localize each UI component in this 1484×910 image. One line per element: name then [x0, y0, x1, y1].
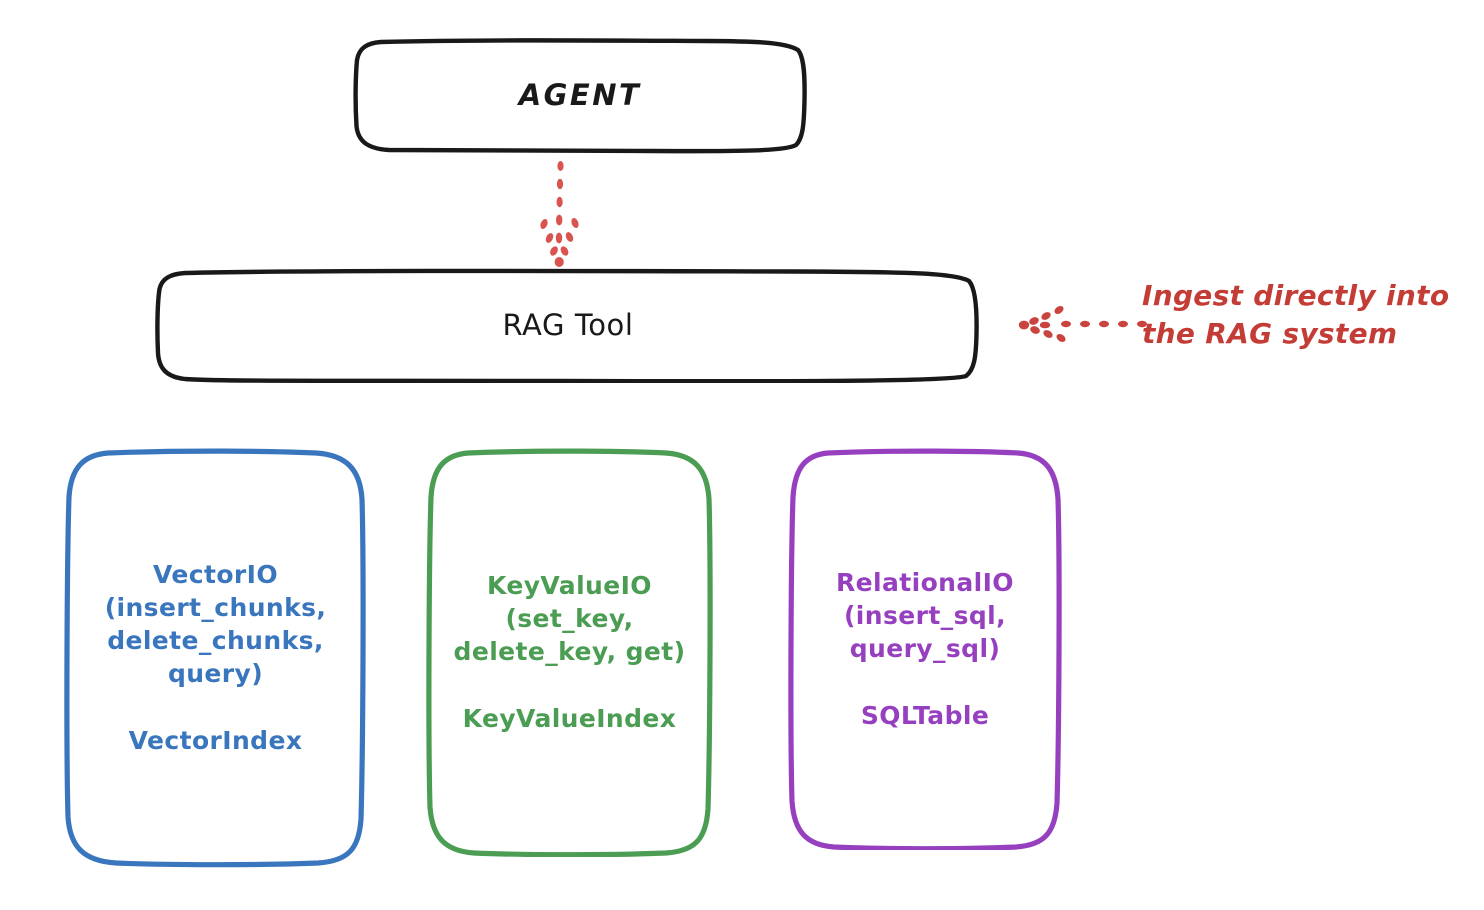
relational-io-api-label: RelationalIO (insert_sql, query_sql) [836, 567, 1014, 663]
agent-label: AGENT [518, 78, 642, 113]
vector-io-index-label: VectorIndex [128, 726, 303, 755]
vector-io-api-label: VectorIO (insert_chunks, delete_chunks, … [104, 560, 327, 688]
node-rag-tool[interactable]: RAG Tool [155, 268, 981, 383]
connector-ingest-to-rag-tool [1018, 306, 1147, 342]
rag-tool-label: RAG Tool [502, 307, 634, 342]
connector-agent-to-rag-tool [540, 161, 579, 267]
node-key-value-io[interactable]: KeyValueIO (set_key, delete_key, get) Ke… [426, 447, 713, 857]
key-value-io-index-label: KeyValueIndex [462, 704, 677, 733]
node-agent[interactable]: AGENT [353, 38, 807, 154]
key-value-io-api-label: KeyValueIO (set_key, delete_key, get) [453, 571, 686, 666]
node-relational-io[interactable]: RelationalIO (insert_sql, query_sql) SQL… [788, 447, 1062, 850]
node-vector-io[interactable]: VectorIO (insert_chunks, delete_chunks, … [64, 447, 367, 868]
annotation-ingest-note: Ingest directly into the RAG system [1142, 279, 1450, 350]
relational-io-index-label: SQLTable [860, 700, 990, 730]
